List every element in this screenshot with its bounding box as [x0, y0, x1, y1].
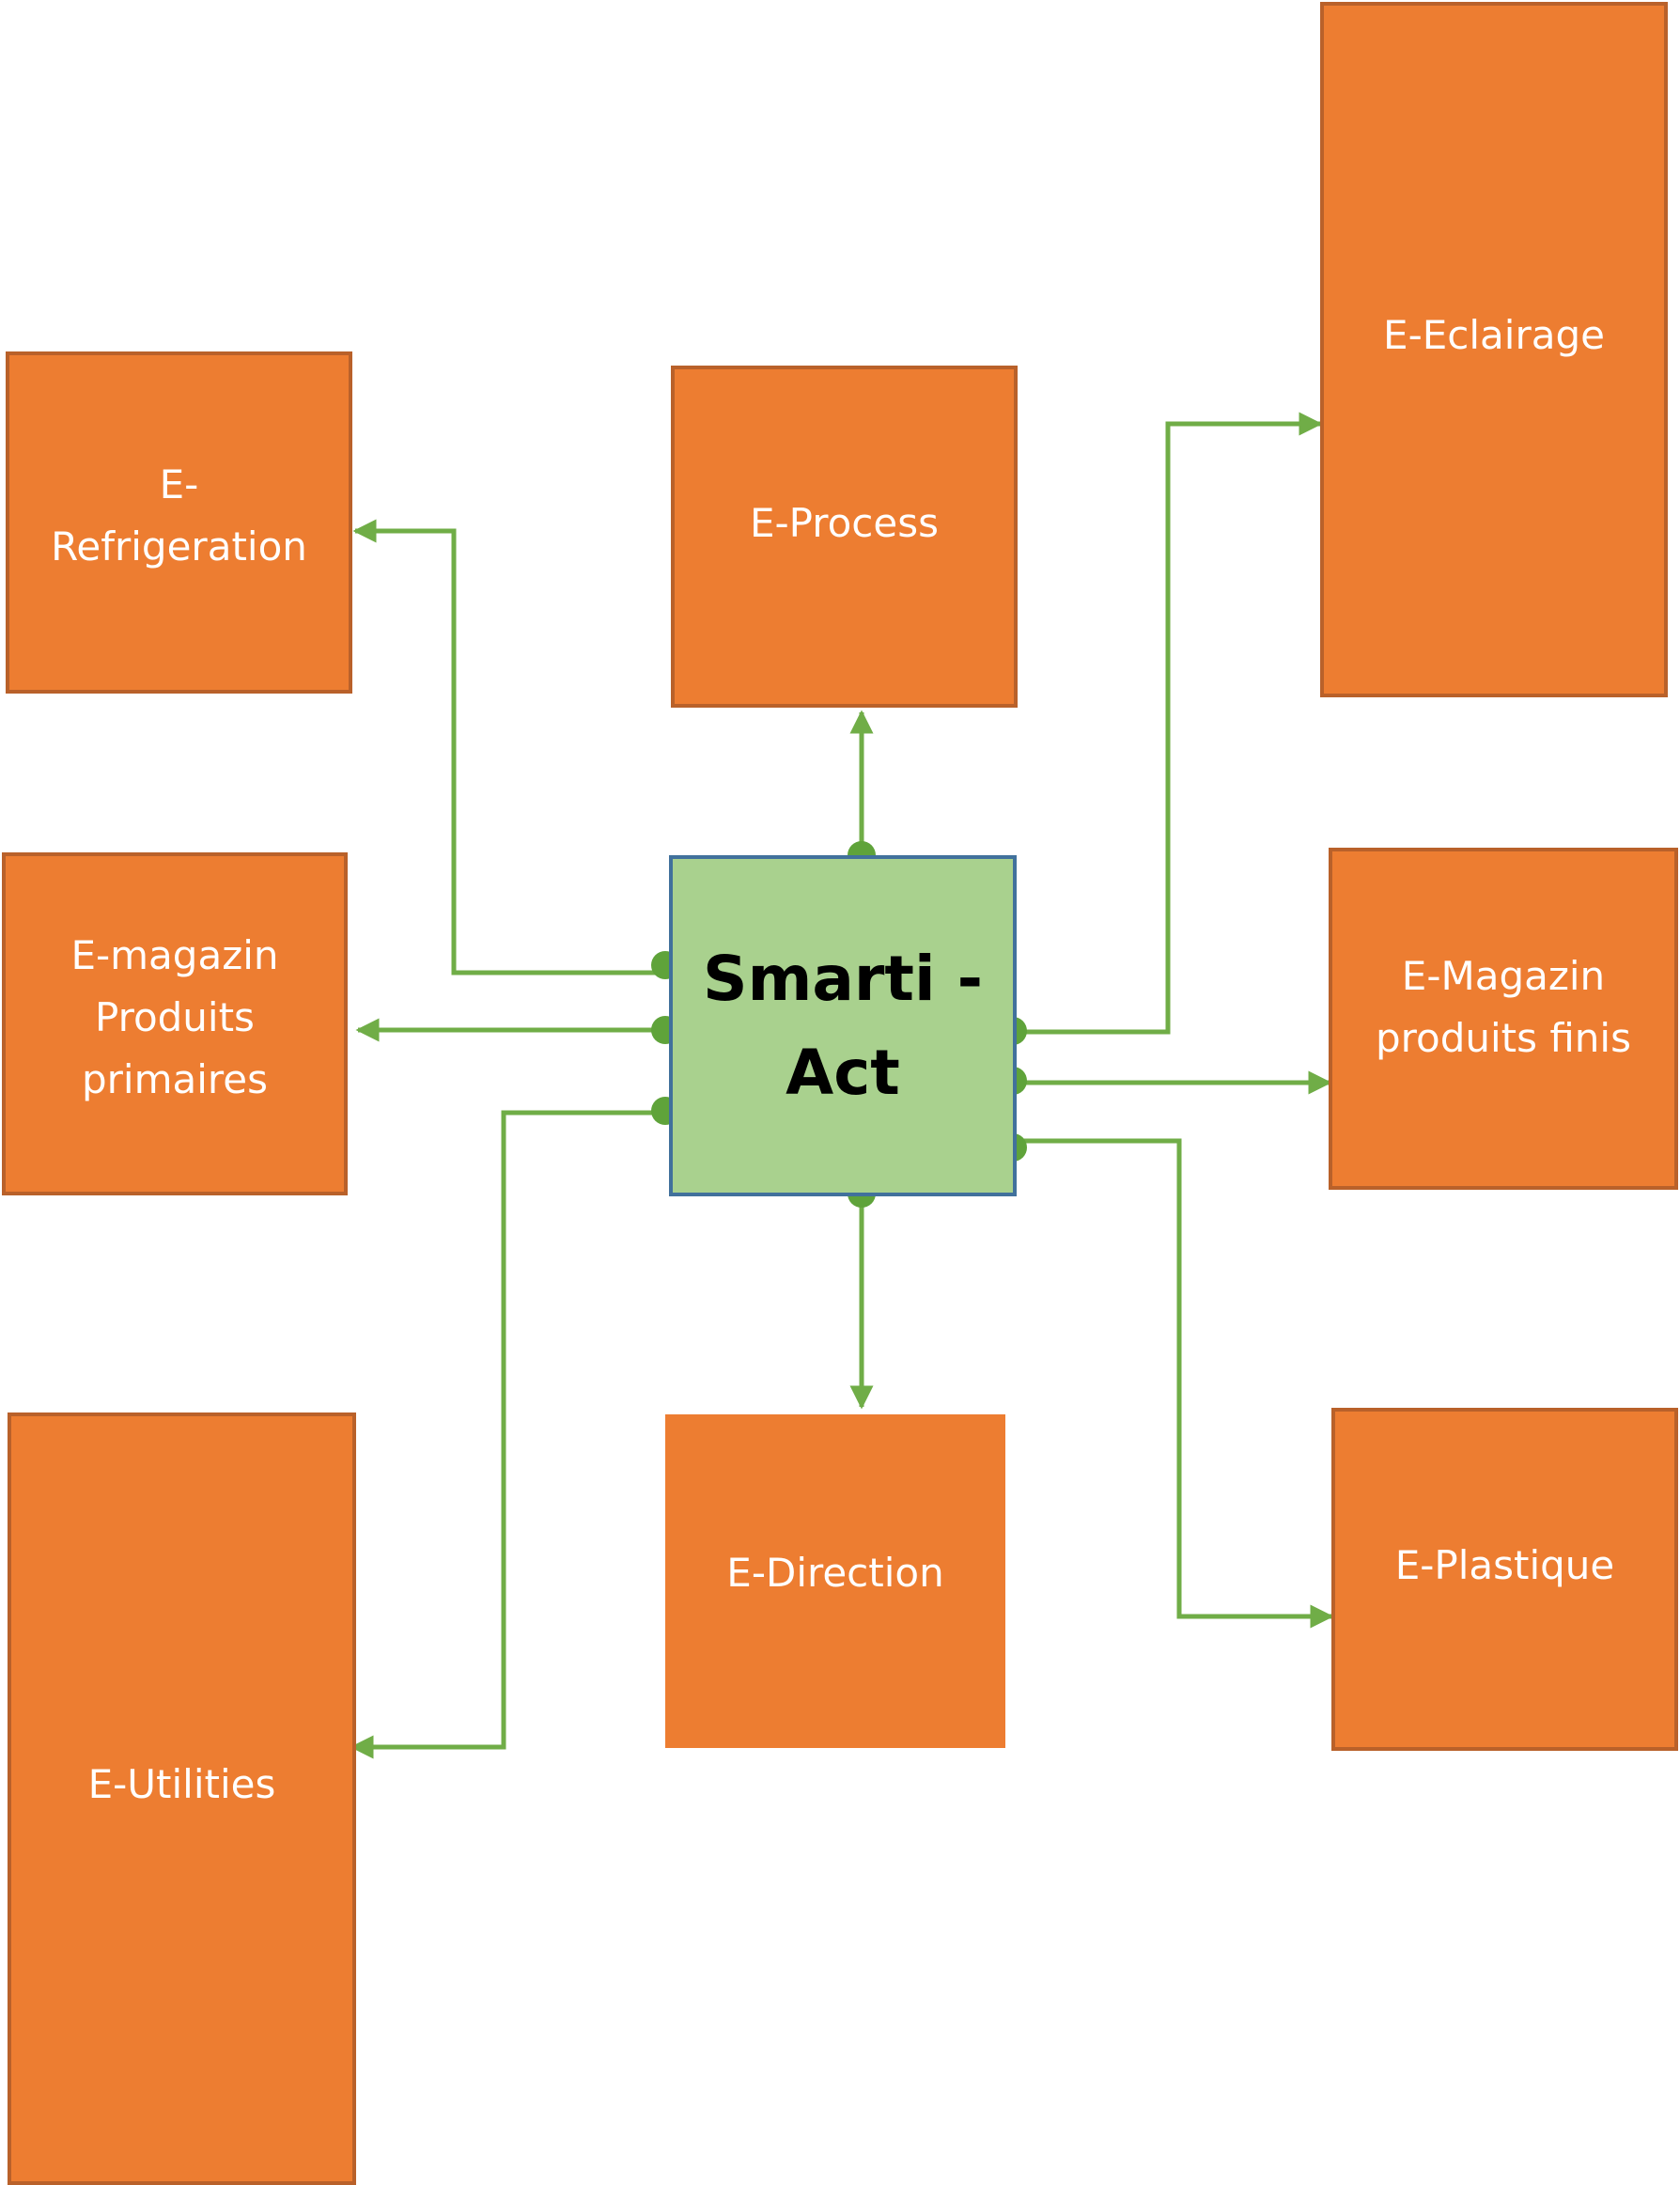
- node-e-utilities: E-Utilities: [8, 1412, 356, 2185]
- node-label: E-magazin: [70, 932, 279, 978]
- node-label: E-Eclairage: [1383, 312, 1605, 358]
- connector-refrigeration: [352, 519, 665, 975]
- node-e-direction: E-Direction: [665, 1414, 1005, 1748]
- node-label: E-Process: [749, 500, 940, 546]
- node-e-magazin-produits-finis: E-Magazin produits finis: [1329, 848, 1678, 1190]
- node-label: E-Utilities: [87, 1761, 276, 1807]
- connector-plastique: [1013, 1138, 1334, 1629]
- node-label: E-Direction: [726, 1550, 944, 1596]
- node-label: primaires: [82, 1056, 268, 1102]
- hub-label: Act: [786, 1036, 900, 1109]
- node-label: E-Magazin: [1401, 953, 1606, 999]
- connector-eclairage: [1013, 412, 1323, 1035]
- node-label: E-: [159, 461, 199, 507]
- hub-smarti-act: Smarti - Act: [669, 855, 1017, 1196]
- node-label: Refrigeration: [51, 523, 307, 570]
- node-e-refrigeration: E- Refrigeration: [6, 351, 352, 694]
- node-label: Produits: [95, 994, 255, 1040]
- hub-label: Smarti -: [703, 942, 983, 1015]
- node-e-magazin-produits-primaires: E-magazin Produits primaires: [2, 852, 348, 1195]
- connector-utilities: [350, 1110, 665, 1759]
- node-e-process: E-Process: [671, 366, 1018, 708]
- node-e-eclairage: E-Eclairage: [1320, 2, 1668, 697]
- node-label: produits finis: [1376, 1015, 1631, 1061]
- node-label: E-Plastique: [1394, 1542, 1615, 1588]
- node-e-plastique: E-Plastique: [1331, 1408, 1678, 1751]
